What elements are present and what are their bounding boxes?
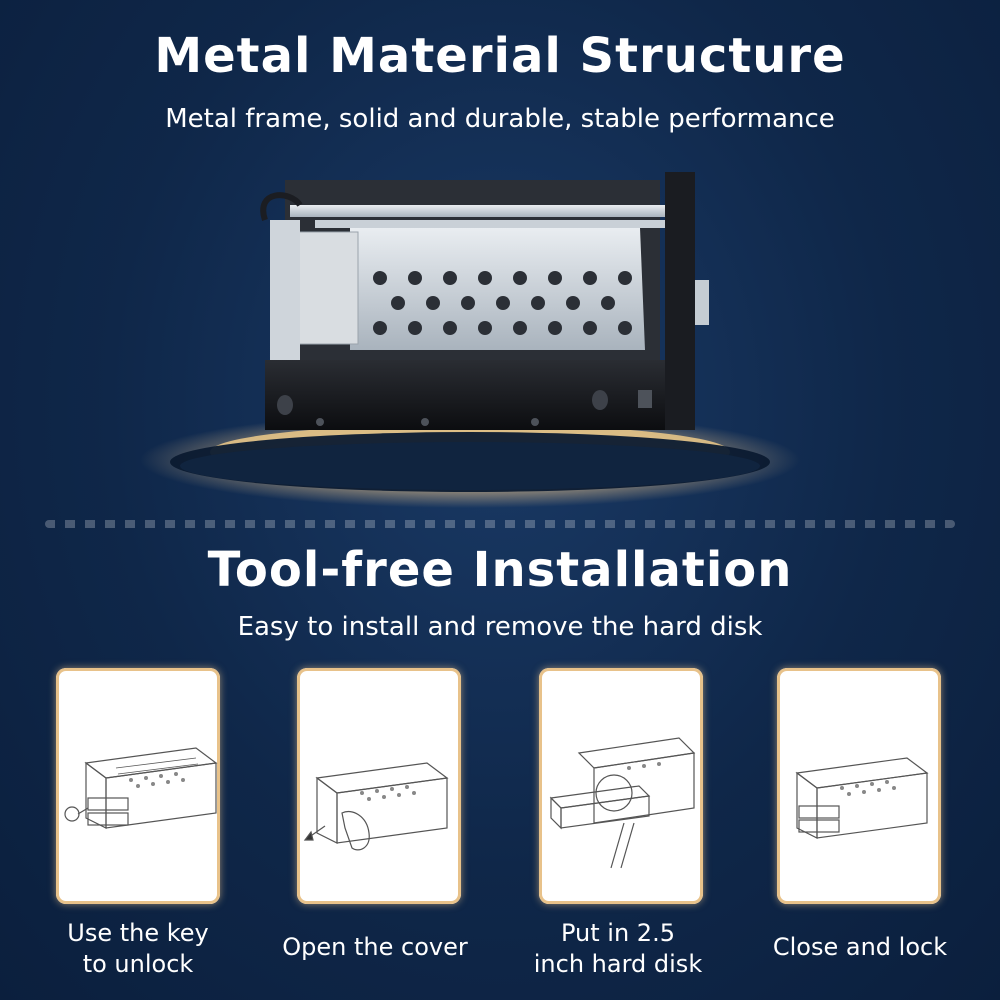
section-title-metal-structure: Metal Material Structure — [154, 28, 846, 84]
section-subtitle-metal-structure: Metal frame, solid and durable, stable p… — [165, 104, 835, 134]
step-caption-open-cover: Open the cover — [265, 932, 485, 963]
close-and-lock-illustration — [795, 757, 929, 839]
dotted-divider — [45, 520, 955, 528]
caption-line: Close and lock — [772, 933, 948, 961]
caption-line: Use the key — [67, 919, 209, 947]
step-caption-close-lock: Close and lock — [750, 932, 970, 963]
caption-line: Put in 2.5 — [561, 919, 675, 947]
caption-line: inch hard disk — [533, 950, 703, 978]
unlock-with-key-illustration — [64, 747, 218, 829]
hard-drive-enclosure-image — [140, 172, 800, 508]
step-card-open-cover — [297, 668, 461, 904]
caption-line: Open the cover — [282, 933, 468, 961]
step-card-close-lock — [777, 668, 941, 904]
open-cover-illustration — [303, 762, 449, 851]
insert-hard-disk-illustration — [549, 737, 696, 869]
step-card-unlock — [56, 668, 220, 904]
step-caption-unlock: Use the key to unlock — [28, 918, 248, 980]
caption-line: to unlock — [82, 950, 194, 978]
step-card-insert-disk — [539, 668, 703, 904]
section-subtitle-tool-free: Easy to install and remove the hard disk — [237, 612, 763, 642]
step-caption-insert-disk: Put in 2.5 inch hard disk — [508, 918, 728, 980]
section-title-tool-free: Tool-free Installation — [207, 542, 793, 598]
